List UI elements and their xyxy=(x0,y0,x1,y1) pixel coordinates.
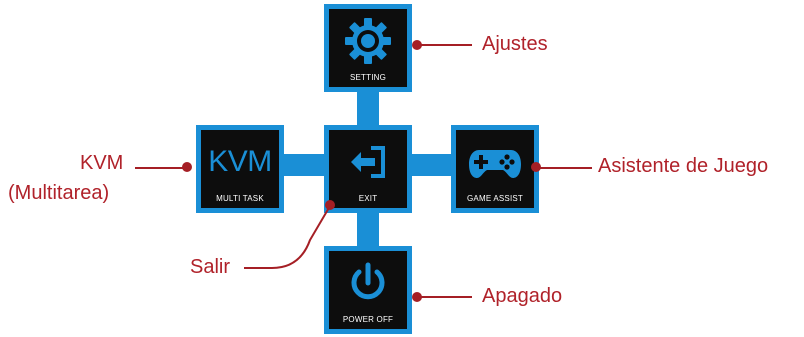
game-assist-callout-line xyxy=(540,167,592,169)
gear-icon xyxy=(329,15,407,67)
power-off-caption: POWER OFF xyxy=(342,315,394,324)
game-assist-button[interactable]: GAME ASSIST xyxy=(451,125,539,213)
exit-callout-leader xyxy=(244,205,331,269)
multitask-callout-line xyxy=(135,167,187,169)
power-icon xyxy=(329,257,407,309)
setting-tile: SETTING xyxy=(329,9,407,87)
power-off-callout-dot xyxy=(412,292,422,302)
power-off-button[interactable]: POWER OFF xyxy=(324,246,412,334)
exit-button[interactable]: EXIT xyxy=(324,125,412,213)
power-off-callout-label: Apagado xyxy=(482,285,563,307)
kvm-text-icon: KVM xyxy=(201,136,279,188)
setting-button[interactable]: SETTING xyxy=(324,4,412,92)
setting-callout-dot xyxy=(412,40,422,50)
setting-caption: SETTING xyxy=(349,73,387,82)
game-assist-tile: GAME ASSIST xyxy=(456,130,534,208)
game-assist-callout-label: Asistente de Juego xyxy=(598,155,769,177)
setting-callout-line xyxy=(420,44,472,46)
exit-caption: EXIT xyxy=(358,194,378,203)
multitask-caption: MULTI TASK xyxy=(216,194,264,203)
exit-callout-dot xyxy=(325,200,335,210)
multitask-callout-dot xyxy=(182,162,192,172)
multitask-callout-label-line2: (Multitarea) xyxy=(8,182,110,204)
power-off-tile: POWER OFF xyxy=(329,251,407,329)
game-assist-callout-dot xyxy=(531,162,541,172)
power-off-callout-line xyxy=(420,296,472,298)
multitask-button[interactable]: KVM MULTI TASK xyxy=(196,125,284,213)
kvm-title: KVM xyxy=(208,145,272,178)
multitask-tile: KVM MULTI TASK xyxy=(201,130,279,208)
exit-icon xyxy=(329,136,407,188)
game-assist-caption: GAME ASSIST xyxy=(467,194,523,203)
multitask-callout-label-line1: KVM xyxy=(80,152,124,174)
exit-tile: EXIT xyxy=(329,130,407,208)
gamepad-icon xyxy=(456,136,534,188)
exit-callout-label: Salir xyxy=(190,256,231,278)
setting-callout-label: Ajustes xyxy=(482,33,548,55)
